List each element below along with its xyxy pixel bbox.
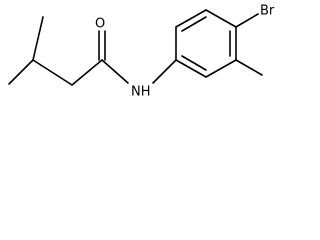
bond-ring-methyl bbox=[235, 59, 263, 76]
bond-carbonyl-nitrogen bbox=[101, 59, 129, 84]
background bbox=[0, 0, 292, 108]
molecule-svg: O NH Br bbox=[0, 0, 292, 108]
oxygen-label: O bbox=[95, 17, 105, 32]
bond-ch-ch2 bbox=[32, 59, 73, 86]
bond-ring-bromine bbox=[235, 13, 259, 28]
ring-bond-5 bbox=[205, 59, 237, 78]
ring-bond-2 bbox=[175, 9, 207, 28]
substituent-bonds bbox=[235, 13, 263, 76]
ring-bond-6 bbox=[175, 59, 207, 78]
bond-methyl-top bbox=[32, 16, 44, 61]
nitrogen-hydrogen-label: NH bbox=[131, 85, 151, 100]
ring-bond-3 bbox=[205, 9, 237, 28]
bromine-label: Br bbox=[260, 4, 275, 19]
chemical-structure-diagram: O NH Br bbox=[0, 0, 292, 108]
ring-inner-double-1 bbox=[181, 16, 207, 32]
isobutyl-chain-bonds bbox=[8, 16, 103, 86]
bond-methyl-left bbox=[8, 59, 34, 85]
amide-group-bonds bbox=[98, 30, 177, 84]
bond-ch2-carbonyl bbox=[71, 59, 103, 86]
bond-nitrogen-ring bbox=[152, 59, 177, 84]
benzene-ring-bonds bbox=[175, 9, 237, 78]
ring-inner-double-3 bbox=[181, 55, 207, 71]
